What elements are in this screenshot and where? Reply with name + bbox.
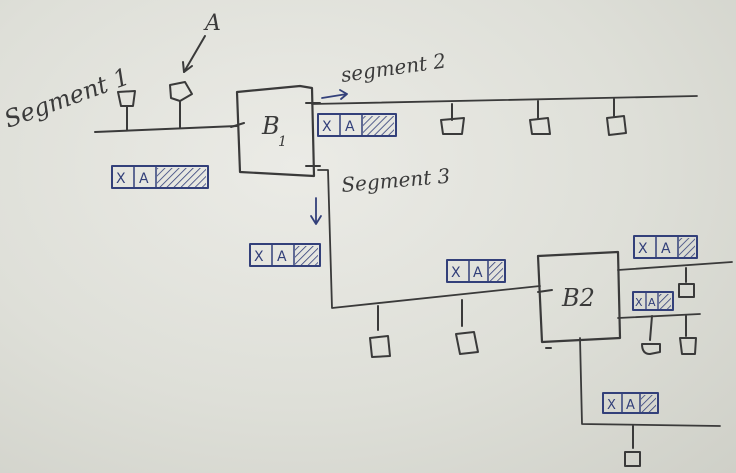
frame-b2-lower: X A xyxy=(632,291,674,311)
frame-segment1: X A xyxy=(111,165,209,189)
frame-dest: X xyxy=(322,119,332,135)
frame-src: A xyxy=(648,296,656,309)
frame-src: A xyxy=(661,241,671,257)
host-a-arrowhead xyxy=(182,61,193,73)
host-icon xyxy=(641,315,661,355)
segment2-label: segment 2 xyxy=(339,48,447,86)
frame-dest: X xyxy=(451,265,461,281)
host-icon xyxy=(678,267,695,298)
host-icon xyxy=(606,98,627,136)
host-icon xyxy=(455,299,479,355)
segment1-label: Segment 1 xyxy=(0,63,133,134)
frame-src: A xyxy=(626,398,635,413)
frame-dest: X xyxy=(116,171,126,187)
frame-b2-bottom: X A xyxy=(602,392,659,414)
host-icon xyxy=(529,100,551,135)
frame-dest: X xyxy=(635,296,643,309)
host-a-arrow xyxy=(183,35,206,73)
segment2-wire xyxy=(311,95,698,105)
host-icon xyxy=(679,315,697,355)
host-icon xyxy=(624,425,641,467)
host-icon xyxy=(440,103,465,135)
bridge2-label: B2 xyxy=(561,284,595,312)
frame-dest: X xyxy=(607,398,616,413)
b2-bottom-wire xyxy=(579,337,721,427)
bridge-b1: B 1 xyxy=(235,84,316,178)
frame-segment2: X A xyxy=(317,113,397,137)
port-tick xyxy=(537,289,553,349)
host-icon xyxy=(369,305,391,358)
frame-dest: X xyxy=(254,249,264,265)
forward-arrow xyxy=(321,89,348,100)
bridge-b2: B2 xyxy=(536,250,622,344)
segment3-wire xyxy=(317,169,541,309)
frame-src: A xyxy=(345,119,355,135)
forward-arrow xyxy=(310,197,322,225)
bridge1-subscript: 1 xyxy=(278,134,287,150)
host-a-icon xyxy=(169,81,193,129)
frame-segment3-right: X A xyxy=(446,259,506,283)
segment3-label: Segment 3 xyxy=(340,164,451,197)
b2-lower-wire xyxy=(617,313,701,319)
frame-dest: X xyxy=(638,241,648,257)
host-icon xyxy=(117,90,136,131)
port-tick xyxy=(230,122,245,128)
frame-segment3-left: X A xyxy=(249,243,321,267)
frame-b2-upper: X A xyxy=(633,235,698,259)
bridge1-label: B xyxy=(261,112,280,140)
segment1-wire xyxy=(94,125,238,133)
frame-src: A xyxy=(277,249,287,265)
frame-src: A xyxy=(473,265,483,281)
b2-upper-wire xyxy=(617,261,733,271)
frame-src: A xyxy=(139,171,149,187)
host-a-label: A xyxy=(203,11,221,36)
